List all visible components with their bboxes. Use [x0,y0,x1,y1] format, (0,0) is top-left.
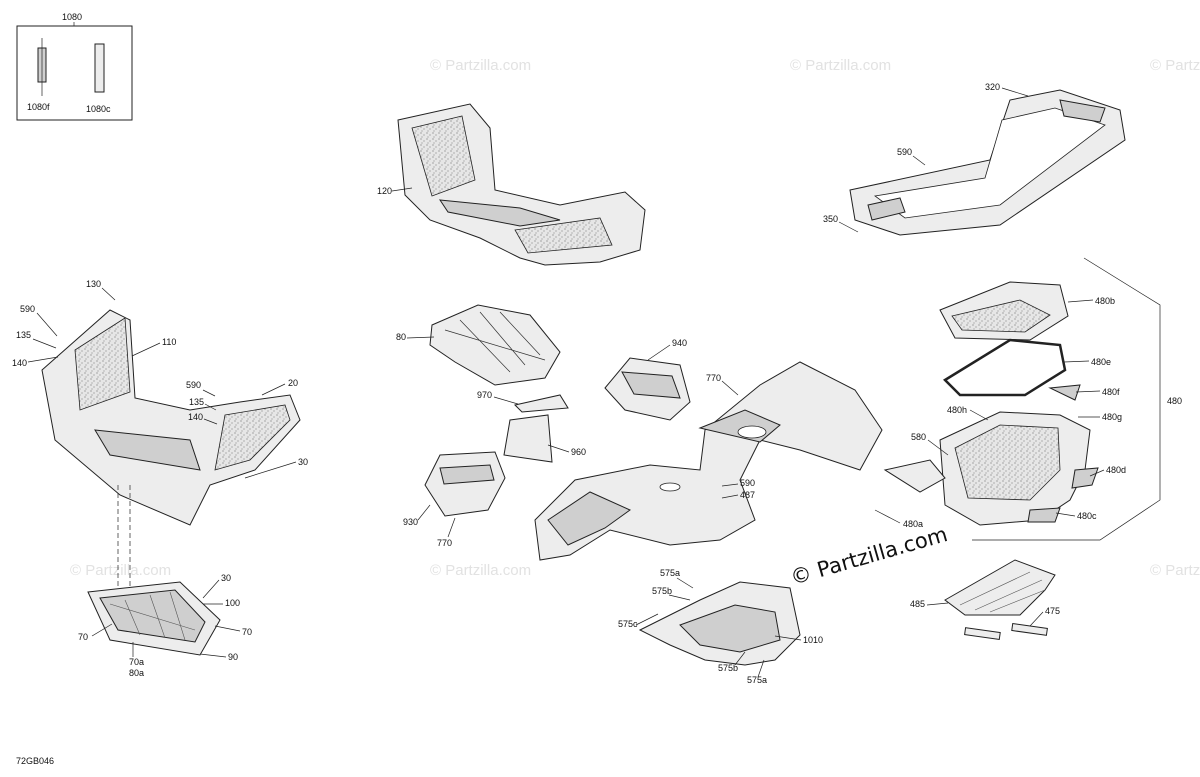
callout-590: 590 [740,478,755,488]
callout-575a: 575a [747,675,767,685]
watermark: © Partzilla.com [430,562,531,579]
part-70-footrest: 30 100 70 70 90 70a 80a [78,573,252,678]
callout-960: 960 [571,447,586,457]
callout-575c: 575c [618,619,638,629]
callout-580: 580 [911,432,926,442]
callout-350: 350 [823,214,838,224]
callout-1010: 1010 [803,635,823,645]
inset-1080: 1080 1080f 1080c [16,12,133,121]
callout-487: 487 [740,490,755,500]
callout-120: 120 [377,186,392,196]
callout-485: 485 [910,599,925,609]
inset-label-1080f: 1080f [27,102,50,112]
part-110-left-console: 130 590 135 140 110 590 135 140 20 30 [12,279,308,600]
diagram-code: 72GB046 [16,756,54,766]
callout-930: 930 [403,517,418,527]
watermark: © Partzilla.com [1150,57,1200,74]
callout-30: 30 [298,457,308,467]
callout-480b: 480b [1095,296,1115,306]
callout-475: 475 [1045,606,1060,616]
callout-80: 80 [396,332,406,342]
callout-480c: 480c [1077,511,1097,521]
inset-label-1080c: 1080c [86,104,111,114]
callout-90: 90 [228,652,238,662]
part-475-pad: 475 [964,606,1060,641]
part-480-storage: 480b 480e 480f 480h 480g 480 580 480d 48… [874,257,1182,541]
part-80-center-frame: 80 [396,304,561,386]
callout-590: 590 [897,147,912,157]
callout-940: 940 [672,338,687,348]
callout-480e: 480e [1091,357,1111,367]
callout-80a: 80a [129,668,144,678]
callout-480f: 480f [1102,387,1120,397]
callout-110: 110 [162,337,176,347]
callout-480h: 480h [947,405,967,415]
callout-770: 770 [437,538,452,548]
callout-590: 590 [20,304,35,314]
callout-480d: 480d [1106,465,1126,475]
part-970-panel: 970 [477,390,569,413]
callout-140: 140 [12,358,27,368]
callout-970: 970 [477,390,492,400]
watermark: © Partzilla.com [1150,562,1200,579]
callout-320: 320 [985,82,1000,92]
callout-30: 30 [221,573,231,583]
part-940-panel: 940 [604,338,691,421]
callout-575a: 575a [660,568,680,578]
part-485-rear-skid: 485 [910,559,1056,616]
callout-480a: 480a [903,519,923,529]
callout-575b: 575b [652,586,672,596]
callout-70a: 70a [129,657,144,667]
callout-20: 20 [288,378,298,388]
callout-140: 140 [188,412,203,422]
watermark: © Partzilla.com [790,57,891,74]
callout-575b: 575b [718,663,738,673]
callout-135: 135 [16,330,31,340]
part-120-front-body: 120 [377,103,646,266]
part-rear-fender-body: 590 487 [534,361,883,561]
inset-title: 1080 [62,12,82,22]
callout-135: 135 [189,397,204,407]
callout-70: 70 [78,632,88,642]
part-1010-skid: 575a 575b 575c 1010 575b 575a [618,568,823,685]
part-770-clip: 770 [706,373,739,396]
part-960-panel: 960 [503,414,586,463]
part-930-side-cover: 930 770 [403,451,506,548]
callout-130: 130 [86,279,101,289]
callout-480g: 480g [1102,412,1122,422]
callout-480: 480 [1167,396,1182,406]
watermark: © Partzilla.com [430,57,531,74]
callout-590: 590 [186,380,201,390]
callout-770: 770 [706,373,721,383]
watermark-main: © Partzilla.com [788,522,950,590]
callout-70: 70 [242,627,252,637]
watermark: © Partzilla.com [70,562,171,579]
part-320-rear-rack: 320 590 350 [823,82,1126,236]
callout-100: 100 [225,598,240,608]
